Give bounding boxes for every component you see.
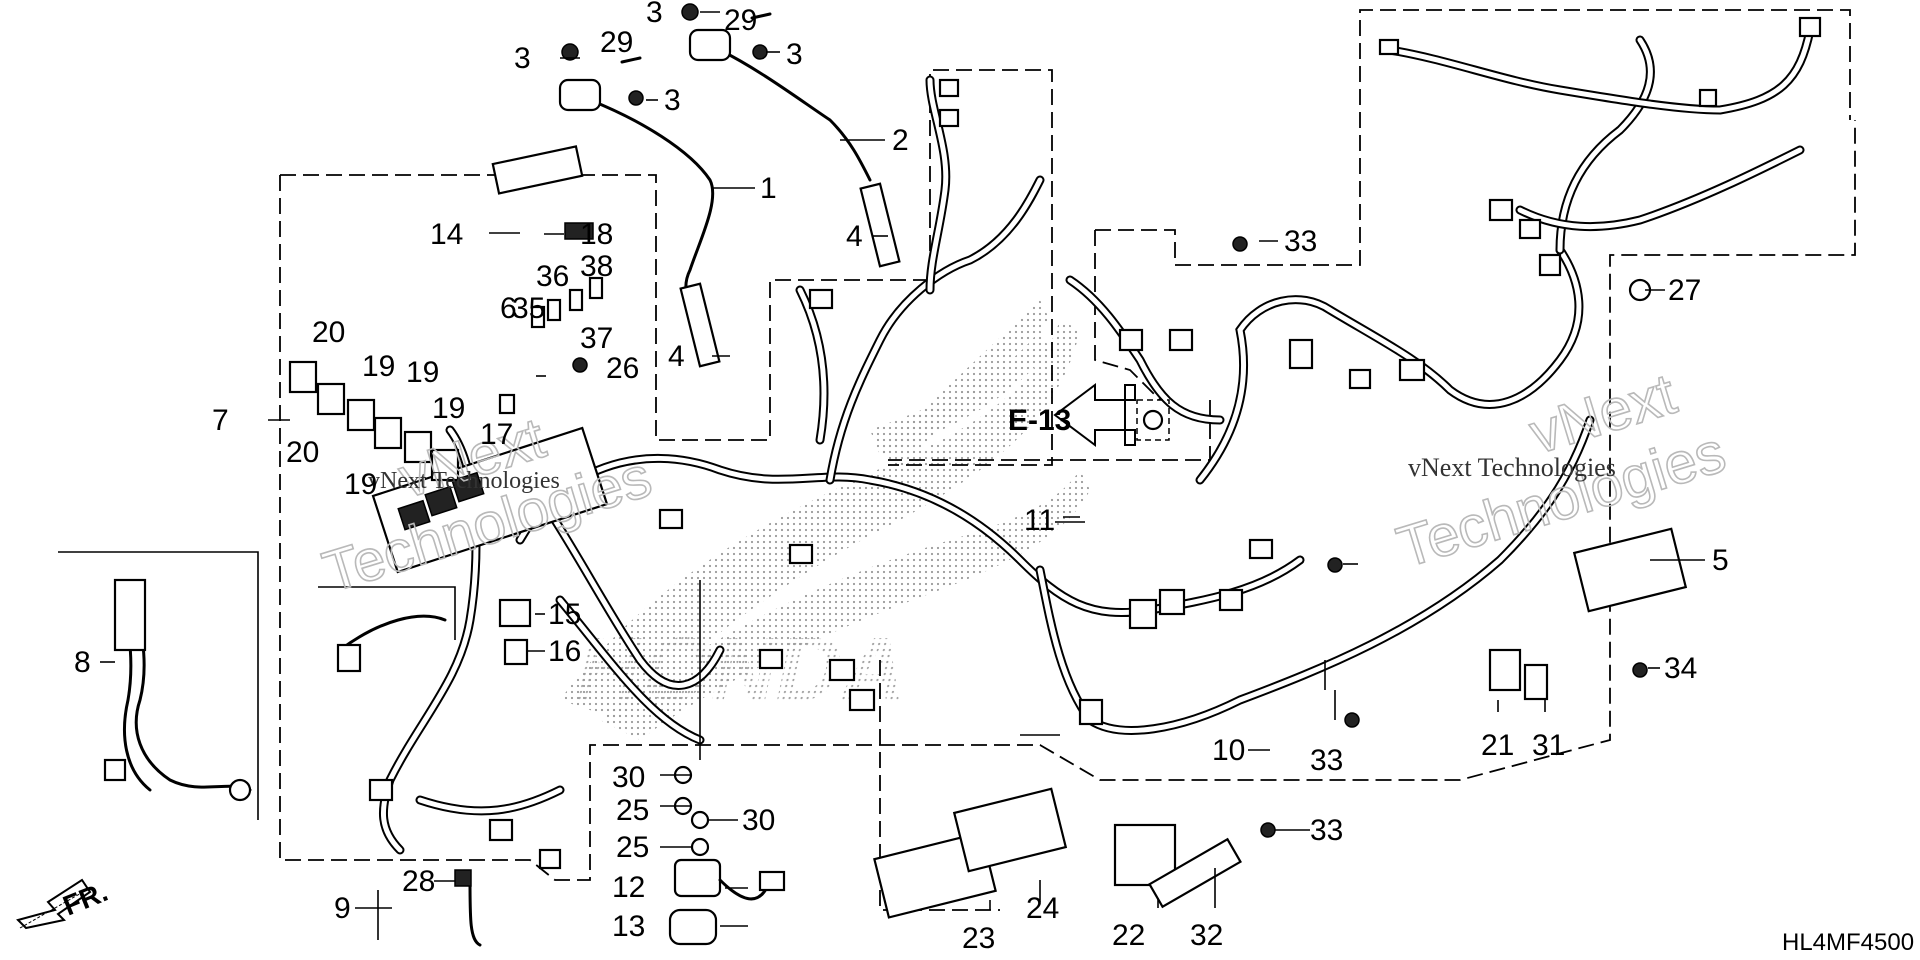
part-number: 19: [362, 350, 395, 383]
part-number: 22: [1112, 919, 1145, 952]
part-number: 7: [212, 404, 229, 437]
watermark-caption: vNext Technologies: [368, 468, 560, 494]
part-number: 18: [580, 218, 613, 251]
watermark-caption: vNext Technologies: [1408, 453, 1616, 482]
front-arrow-icon: [16, 878, 92, 930]
part-number: 17: [480, 418, 513, 451]
part-number: 31: [1532, 729, 1565, 762]
part-number: 13: [612, 910, 645, 943]
part-number: 30: [742, 804, 775, 837]
harness-connectors: [368, 16, 1822, 870]
part-number: 33: [1310, 814, 1343, 847]
part-number: 3: [664, 84, 681, 117]
assembly-boundaries: [279, 9, 1856, 911]
reference-label: E-13: [1008, 404, 1071, 437]
part-number: 9: [334, 892, 351, 925]
part-number: 27: [1668, 274, 1701, 307]
part-number: 37: [580, 322, 613, 355]
sub-harness-8: [103, 578, 447, 802]
part-number: 3: [514, 42, 531, 75]
part-number: 33: [1310, 744, 1343, 777]
part-number: 16: [548, 635, 581, 668]
part-number: 1: [760, 172, 777, 205]
direction-label: FR.: [59, 876, 112, 922]
part-number: 29: [600, 26, 633, 59]
part-number: 20: [312, 316, 345, 349]
part-number: 5: [1712, 544, 1729, 577]
fuse-relay-box: [288, 145, 609, 666]
part-number: 6: [500, 292, 517, 325]
part-number: 8: [74, 646, 91, 679]
part-number: 36: [536, 260, 569, 293]
part-number: 32: [1190, 919, 1223, 952]
part-number-labels: 1 2 3 3 3 3 4 4 5 6 7 8 9 10 11 12 13 14…: [74, 0, 1729, 955]
part-number: 19: [344, 468, 377, 501]
part-number: 25: [616, 794, 649, 827]
part-number: 15: [548, 598, 581, 631]
part-number: 35: [512, 292, 545, 325]
part-number: 19: [432, 392, 465, 425]
diagram-code: HL4MF4500: [1782, 929, 1914, 956]
part-number: 30: [612, 761, 645, 794]
sensors-top: [558, 3, 901, 368]
reference-callout: E-13: [1008, 383, 1170, 447]
part-number: 10: [1212, 734, 1245, 767]
sub-harness-8-frame: [58, 551, 456, 820]
part-number: 33: [1284, 225, 1317, 258]
part-number: 3: [646, 0, 663, 29]
part-number: 3: [786, 38, 803, 71]
part-number: 21: [1481, 729, 1514, 762]
part-number: 24: [1026, 892, 1059, 925]
part-number: 26: [606, 352, 639, 385]
part-number: 12: [612, 871, 645, 904]
part-number: 29: [724, 4, 757, 37]
part-number: 23: [962, 922, 995, 955]
part-number: 2: [892, 124, 909, 157]
control-modules: [873, 236, 1688, 919]
part-number: 25: [616, 831, 649, 864]
part-number: 28: [402, 865, 435, 898]
part-number: 4: [668, 340, 685, 373]
part-number: 38: [580, 250, 613, 283]
leader-lines: [100, 11, 1705, 940]
front-direction-indicator: FR.: [16, 876, 112, 930]
part-number: 14: [430, 218, 463, 251]
brand-wing-background: HONDA: [560, 300, 1090, 740]
part-number: 19: [406, 356, 439, 389]
part-number: 4: [846, 220, 863, 253]
part-number: 11: [1024, 504, 1055, 537]
part-number: 34: [1664, 652, 1697, 685]
part-number: 20: [286, 436, 319, 469]
